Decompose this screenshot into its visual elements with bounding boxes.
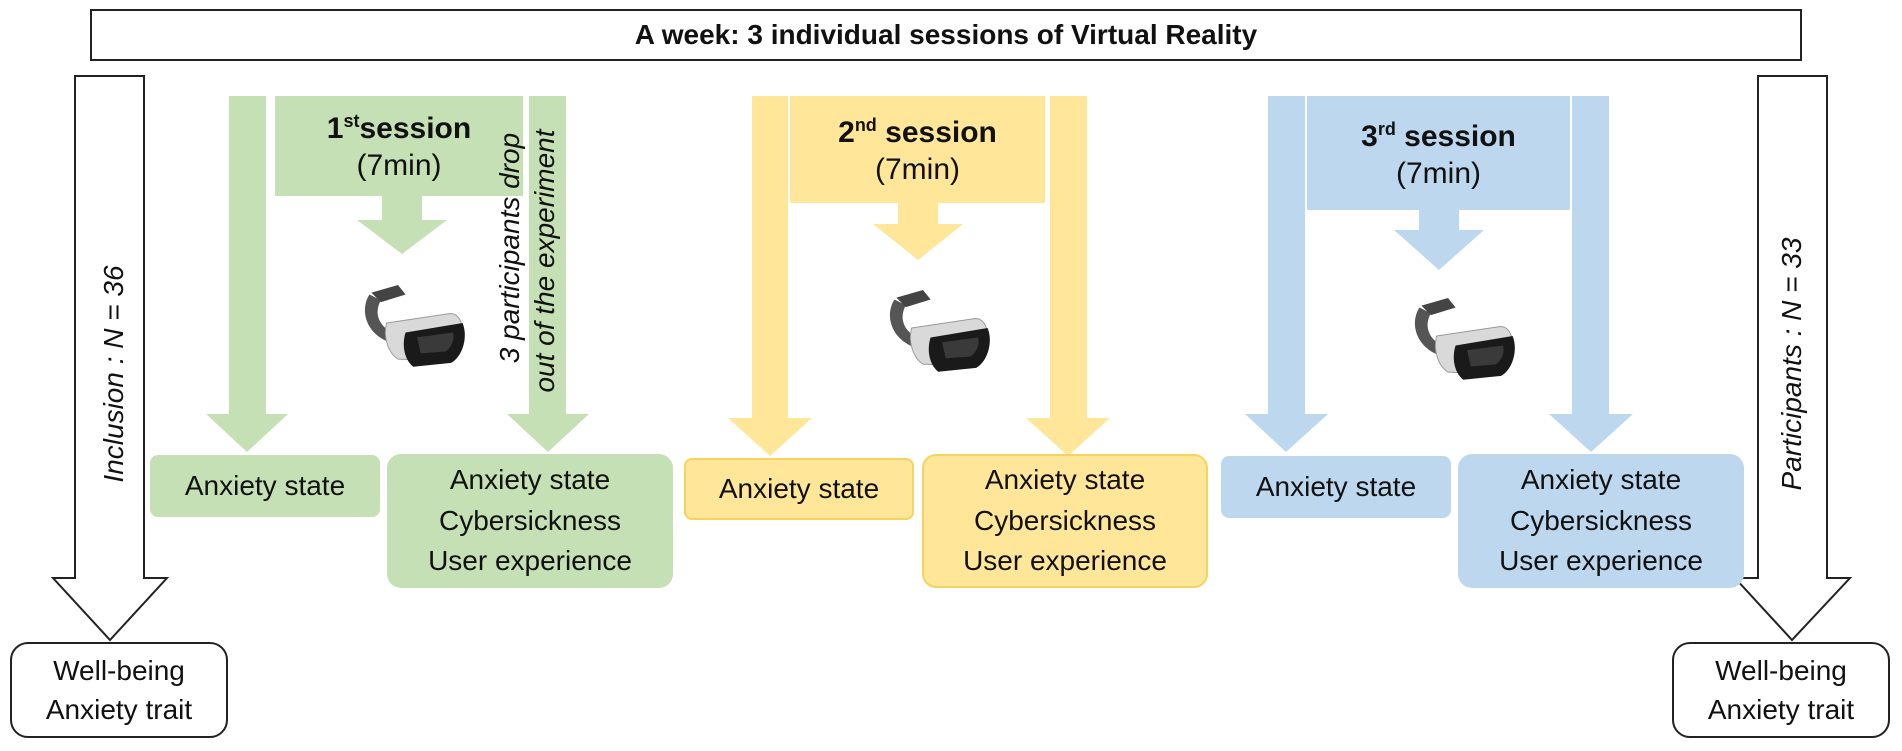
session-1-arrows: [206, 96, 589, 452]
post-measure-item: Anxiety state: [449, 464, 611, 496]
inclusion-label: Inclusion : N = 36: [98, 265, 129, 483]
post-measure-item: Cybersickness: [1509, 504, 1693, 536]
post-measure-item: Cybersickness: [973, 504, 1157, 536]
participants-arrow: [1732, 75, 1853, 642]
dropout-note-line-1: 3 participants drop: [494, 132, 525, 364]
session-2-arrows: [728, 96, 1110, 456]
right-end-measures: Well-being Anxiety trait: [1672, 642, 1890, 738]
inclusion-arrow: [50, 75, 170, 642]
end-measure-item: Well-being: [1715, 654, 1847, 686]
session-2-post-measures: Anxiety state Cybersickness User experie…: [922, 454, 1208, 588]
diagram-title: A week: 3 individual sessions of Virtual…: [90, 9, 1802, 61]
session-1-header: 1stsession (7min): [275, 102, 523, 192]
participants-label: Participants : N = 33: [1776, 237, 1807, 491]
session-3-arrows: [1245, 96, 1633, 452]
session-1-pre-measure: Anxiety state: [150, 455, 380, 517]
dropout-note-line-2: out of the experiment: [529, 129, 560, 393]
post-measure-item: User experience: [1499, 545, 1703, 577]
session-2-duration: (7min): [874, 153, 960, 186]
post-measure-item: Cybersickness: [438, 504, 622, 536]
post-measure-item: Anxiety state: [984, 464, 1146, 496]
end-measure-item: Anxiety trait: [1707, 694, 1855, 725]
session-3-post-measures: Anxiety state Cybersickness User experie…: [1458, 454, 1744, 588]
end-measure-item: Anxiety trait: [45, 694, 193, 725]
session-3-header-bg: [1307, 96, 1570, 210]
session-2-header: 2nd session (7min): [790, 105, 1045, 197]
post-measure-item: User experience: [963, 545, 1167, 577]
session-3-name: 3rd session: [1361, 118, 1516, 153]
end-measure-item: Well-being: [53, 654, 185, 686]
session-1-duration: (7min): [356, 149, 442, 182]
post-measure-item: User experience: [428, 545, 632, 577]
session-2-name: 2nd session: [838, 114, 997, 149]
post-measure-item: Anxiety state: [1520, 464, 1682, 496]
session-1-name: 1stsession: [326, 110, 472, 145]
session-1-header-bg: [275, 96, 523, 196]
left-end-measures: Well-being Anxiety trait: [10, 642, 228, 738]
session-2-header-bg: [790, 96, 1045, 203]
session-3-header: 3rd session (7min): [1307, 108, 1570, 202]
session-2-pre-measure: Anxiety state: [684, 458, 914, 520]
session-3-pre-measure: Anxiety state: [1221, 456, 1451, 518]
session-3-duration: (7min): [1395, 157, 1481, 190]
session-1-post-measures: Anxiety state Cybersickness User experie…: [387, 454, 673, 588]
